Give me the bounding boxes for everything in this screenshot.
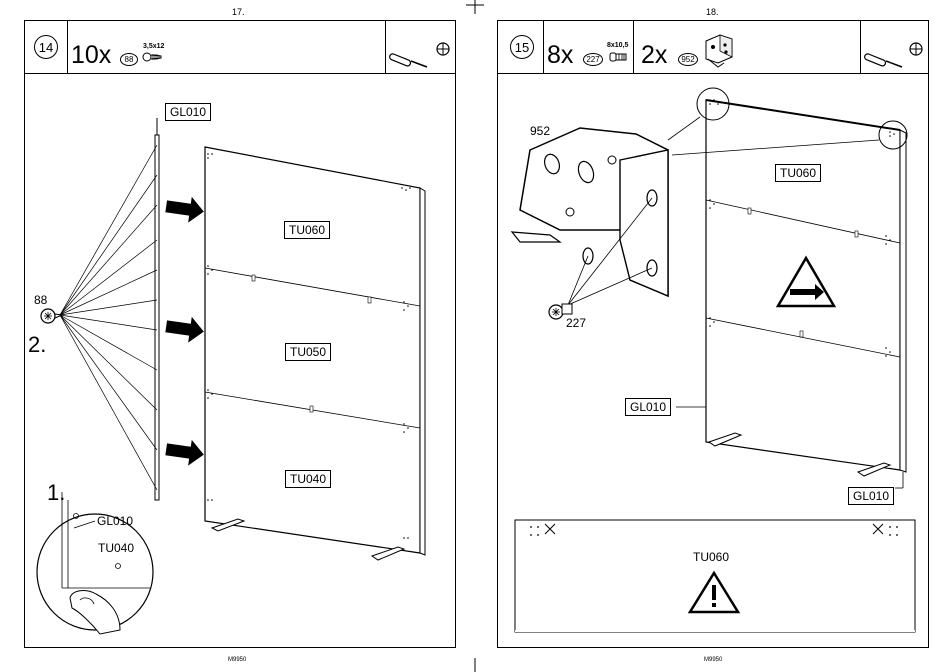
side-label-left: GL010 [625,398,671,416]
screw-callout: 227 [566,316,586,330]
bottom-panel-label: TU060 [693,550,729,564]
bracket-callout: 952 [530,124,550,138]
side-label-right: GL010 [848,487,894,505]
panel-label-top: TU060 [775,164,821,182]
